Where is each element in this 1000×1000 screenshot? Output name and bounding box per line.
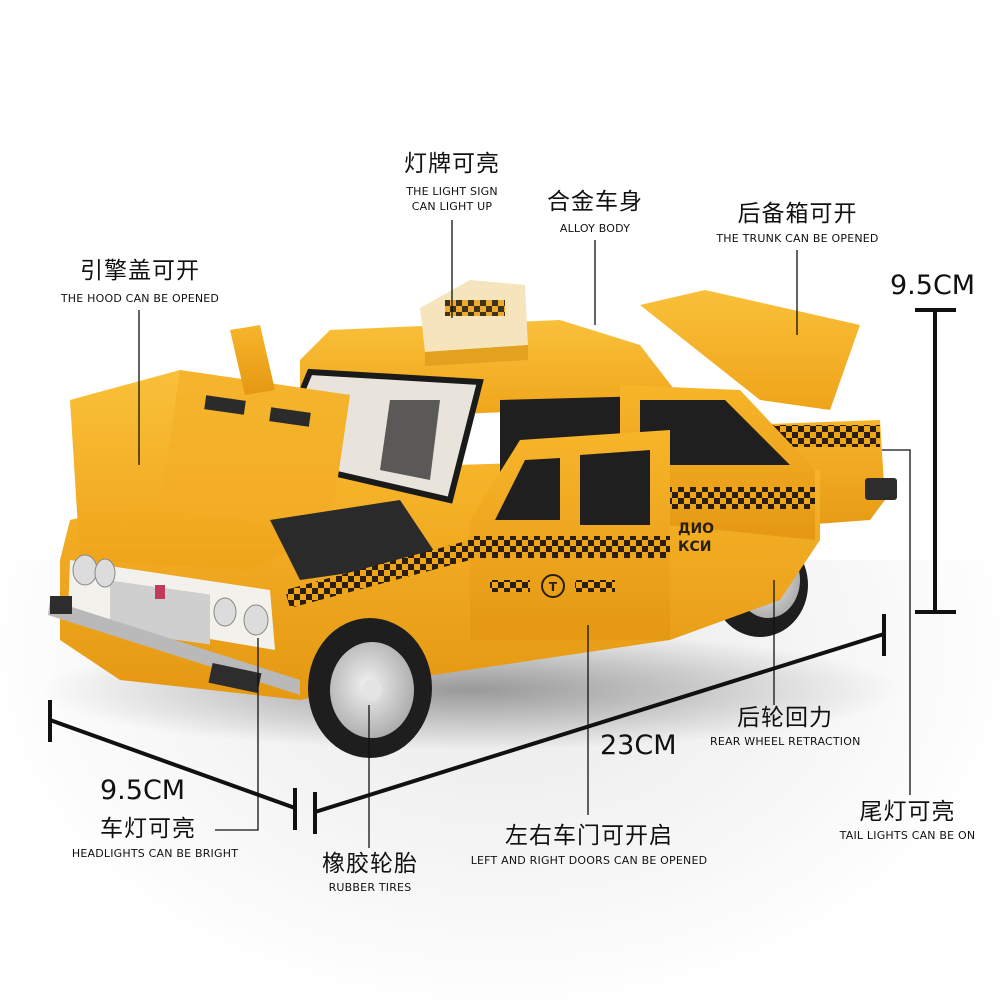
headlight-right-2: [243, 604, 269, 636]
callout-light-sign-en-1: THE LIGHT SIGN: [406, 185, 498, 198]
callout-tires-en: RUBBER TIRES: [328, 881, 412, 894]
callout-trunk-en: THE TRUNK CAN BE OPENED: [716, 232, 879, 245]
front-left-door: [230, 325, 275, 395]
front-badge: [155, 585, 165, 599]
callout-doors-en: LEFT AND RIGHT DOORS CAN BE OPENED: [470, 854, 708, 867]
callout-rear-wheel: 后轮回力 REAR WHEEL RETRACTION: [710, 704, 860, 749]
callout-light-sign: 灯牌可亮 THE LIGHT SIGN CAN LIGHT UP: [392, 150, 512, 214]
taxi-t-emblem: [541, 574, 565, 598]
callout-alloy-body: 合金车身 ALLOY BODY: [535, 188, 655, 236]
callout-light-sign-en-2: CAN LIGHT UP: [411, 200, 493, 213]
callout-trunk: 后备箱可开 THE TRUNK CAN BE OPENED: [705, 200, 890, 246]
callout-headlights: 车灯可亮 HEADLIGHTS CAN BE BRIGHT: [60, 815, 250, 861]
callout-rear-wheel-cn: 后轮回力: [737, 705, 833, 731]
callout-tires-cn: 橡胶轮胎: [322, 851, 418, 877]
callout-tail-lights: 尾灯可亮 TAIL LIGHTS CAN BE ON: [830, 798, 985, 843]
callout-headlights-cn: 车灯可亮: [100, 816, 196, 842]
fender-checker-stripe: [285, 540, 470, 608]
dimension-width: 9.5CM: [100, 775, 186, 806]
svg-text:ДИО: ДИО: [678, 521, 714, 537]
rear-checker-stripe: [760, 425, 880, 447]
callout-tires: 橡胶轮胎 RUBBER TIRES: [310, 850, 430, 895]
callout-light-sign-cn: 灯牌可亮: [404, 151, 500, 177]
callout-headlights-en: HEADLIGHTS CAN BE BRIGHT: [71, 847, 239, 860]
callout-hood-en: THE HOOD CAN BE OPENED: [60, 292, 220, 305]
rear-bumper: [865, 478, 897, 500]
svg-text:КСИ: КСИ: [678, 539, 711, 555]
trunk-lid: [640, 290, 860, 410]
callout-alloy-body-en: ALLOY BODY: [559, 222, 631, 235]
callout-trunk-cn: 后备箱可开: [737, 201, 858, 227]
headlight-left-1: [72, 554, 98, 586]
callout-hood-cn: 引擎盖可开: [80, 258, 200, 284]
callout-hood: 引擎盖可开 THE HOOD CAN BE OPENED: [50, 257, 230, 306]
headlight-right-1: [213, 597, 237, 627]
callout-rear-wheel-en: REAR WHEEL RETRACTION: [710, 735, 861, 748]
svg-text:T: T: [549, 580, 558, 594]
callout-tail-lights-cn: 尾灯可亮: [859, 799, 956, 825]
dimension-length: 23CM: [600, 730, 677, 761]
dimension-lines: [48, 308, 956, 834]
callout-doors: 左右车门可开启 LEFT AND RIGHT DOORS CAN BE OPEN…: [460, 822, 718, 868]
callout-tail-lights-en: TAIL LIGHTS CAN BE ON: [839, 829, 976, 842]
callout-doors-cn: 左右车门可开启: [505, 823, 673, 849]
callout-alloy-body-cn: 合金车身: [547, 189, 643, 215]
dimension-height: 9.5CM: [890, 270, 976, 301]
front-wheel: [308, 618, 432, 758]
taxi-light-sign: [420, 280, 528, 366]
callout-lines: [138, 220, 911, 848]
headlight-left-2: [94, 558, 116, 588]
front-door-checker: [468, 536, 670, 558]
